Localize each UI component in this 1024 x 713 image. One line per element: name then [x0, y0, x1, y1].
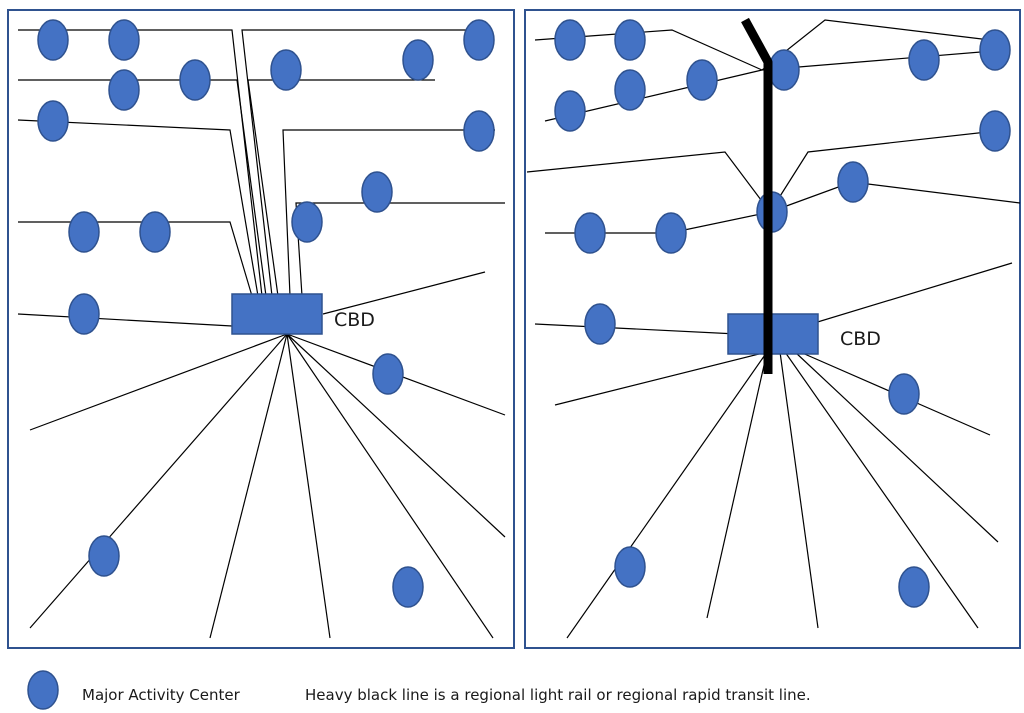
- right-radial-4: [779, 351, 819, 629]
- right-radial-1: [554, 351, 768, 406]
- activity-center: [372, 353, 404, 395]
- right-radial-2: [566, 351, 768, 639]
- left-route-6: [241, 29, 490, 297]
- regional-rail-line: [741, 17, 773, 374]
- right-cbd-label: CBD: [840, 328, 881, 350]
- activity-center: [108, 69, 140, 111]
- left-route-7: [247, 79, 435, 297]
- right-route-7: [769, 129, 1006, 213]
- activity-center: [655, 212, 687, 254]
- left-route-5: [17, 313, 233, 327]
- left-radial-5: [286, 333, 494, 639]
- activity-center: [584, 303, 616, 345]
- activity-center: [270, 49, 302, 91]
- activity-center: [837, 161, 869, 203]
- activity-center: [68, 211, 100, 253]
- left-cbd-block: [231, 293, 323, 335]
- left-route-8: [282, 129, 495, 297]
- activity-center: [979, 110, 1011, 152]
- activity-center: [979, 29, 1011, 71]
- left-radial-2: [29, 333, 288, 629]
- activity-center: [908, 39, 940, 81]
- activity-center: [554, 90, 586, 132]
- activity-center: [614, 546, 646, 588]
- left-feeder-routes: [17, 29, 506, 639]
- activity-center: [392, 566, 424, 608]
- activity-center: [463, 110, 495, 152]
- left-route-3: [17, 119, 259, 297]
- activity-center: [614, 19, 646, 61]
- left-radial-3: [209, 333, 288, 639]
- left-radial-6: [286, 333, 506, 538]
- right-radial-5: [784, 351, 979, 629]
- activity-center: [88, 535, 120, 577]
- left-panel: CBD: [7, 9, 515, 649]
- activity-center: [888, 373, 920, 415]
- right-radial-6: [794, 351, 999, 543]
- activity-center: [768, 49, 800, 91]
- activity-center: [291, 201, 323, 243]
- legend-activity-center-icon: [27, 670, 59, 710]
- activity-center: [108, 19, 140, 61]
- left-route-2: [18, 79, 267, 297]
- left-activity-centers: [37, 19, 495, 608]
- activity-center: [139, 211, 171, 253]
- right-route-9: [534, 323, 738, 335]
- left-cbd-label: CBD: [334, 309, 375, 331]
- right-activity-centers: [554, 19, 1011, 608]
- activity-center: [402, 39, 434, 81]
- right-radial-3: [706, 351, 768, 619]
- activity-center: [37, 19, 69, 61]
- activity-center: [179, 59, 211, 101]
- right-route-5: [526, 151, 771, 213]
- activity-center: [574, 212, 606, 254]
- right-route-3: [761, 49, 1006, 71]
- legend-activity-center-label: Major Activity Center: [82, 686, 240, 704]
- legend-rail-note: Heavy black line is a regional light rai…: [305, 686, 811, 704]
- left-radial-4: [286, 333, 331, 639]
- left-route-1: [18, 29, 263, 297]
- activity-center: [361, 171, 393, 213]
- left-route-9: [295, 202, 505, 297]
- activity-center: [37, 100, 69, 142]
- activity-center: [686, 59, 718, 101]
- activity-center: [463, 19, 495, 61]
- activity-center: [614, 69, 646, 111]
- left-radial-1: [29, 333, 288, 431]
- activity-center: [68, 293, 100, 335]
- left-route-10: [322, 271, 486, 315]
- right-cbd-block: [727, 313, 819, 355]
- right-panel: CBD: [524, 9, 1021, 649]
- activity-center: [554, 19, 586, 61]
- activity-center: [898, 566, 930, 608]
